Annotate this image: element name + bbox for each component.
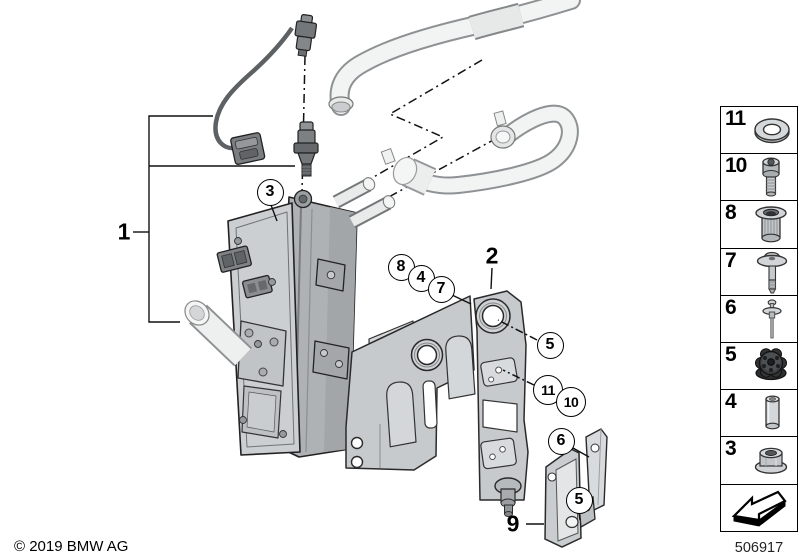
legend-item-8[interactable]: 8 <box>721 200 797 247</box>
legend-number-10: 10 <box>725 154 747 178</box>
legend-number-7: 7 <box>725 248 737 272</box>
part-label-1[interactable]: 1 <box>117 218 131 245</box>
callout-3[interactable]: 3 <box>256 178 284 206</box>
legend-item-3[interactable]: 3 <box>721 436 797 483</box>
parts-legend: 11 10 8 <box>720 106 798 532</box>
legend-number-5: 5 <box>725 342 737 366</box>
rubber-mount-icon <box>755 348 787 381</box>
callout-5a[interactable]: 5 <box>536 331 564 359</box>
callout-6[interactable]: 6 <box>547 427 575 455</box>
callout-8[interactable]: 8 <box>387 253 415 281</box>
leader-lines-dashed <box>497 319 538 386</box>
washer-icon <box>754 118 790 144</box>
part-label-9[interactable]: 9 <box>506 510 520 537</box>
legend-item-11[interactable]: 11 <box>721 107 797 153</box>
legend-number-11: 11 <box>725 107 746 130</box>
upper-coolant-hose <box>328 0 581 116</box>
part1-bracket-line <box>133 115 295 323</box>
legend-item-7[interactable]: 7 <box>721 247 797 295</box>
legend-item-5[interactable]: 5 <box>721 341 797 389</box>
spacer-sleeve-icon <box>765 395 780 430</box>
legend-item-6[interactable]: 6 <box>721 294 797 342</box>
rivet-nut-icon <box>755 206 787 243</box>
auxiliary-heater-unit <box>184 177 396 458</box>
legend-item-4[interactable]: 4 <box>721 389 797 436</box>
legend-number-6: 6 <box>725 295 737 319</box>
flange-nut-icon <box>754 448 788 475</box>
callout-7[interactable]: 7 <box>427 275 455 303</box>
legend-number-3: 3 <box>725 437 737 461</box>
legend-item-10[interactable]: 10 <box>721 153 797 200</box>
legend-number-4: 4 <box>725 390 737 414</box>
page-arrow-icon <box>731 490 787 527</box>
blind-rivet-icon <box>762 299 782 339</box>
legend-number-8: 8 <box>725 201 737 225</box>
diagram-number: 506917 <box>734 540 784 556</box>
exhaust-pipe <box>184 300 252 367</box>
sensor-cable <box>213 26 294 165</box>
part-label-2[interactable]: 2 <box>485 242 499 269</box>
mounting-bracket-plate <box>345 290 529 517</box>
washer-head-screw-icon <box>756 251 788 294</box>
lower-coolant-hose <box>380 104 579 196</box>
leader-lines <box>270 204 590 525</box>
legend-nav-arrow[interactable] <box>721 483 797 531</box>
sensor-connector-plug <box>294 14 318 57</box>
callout-5b[interactable]: 5 <box>565 486 593 514</box>
callout-10[interactable]: 10 <box>556 387 586 417</box>
copyright-text: © 2019 BMW AG <box>14 538 129 555</box>
temperature-sensor-icon <box>293 121 319 177</box>
hex-socket-bolt-icon <box>762 157 780 197</box>
cable-connector <box>230 132 266 165</box>
heater-connector-1 <box>216 245 252 273</box>
